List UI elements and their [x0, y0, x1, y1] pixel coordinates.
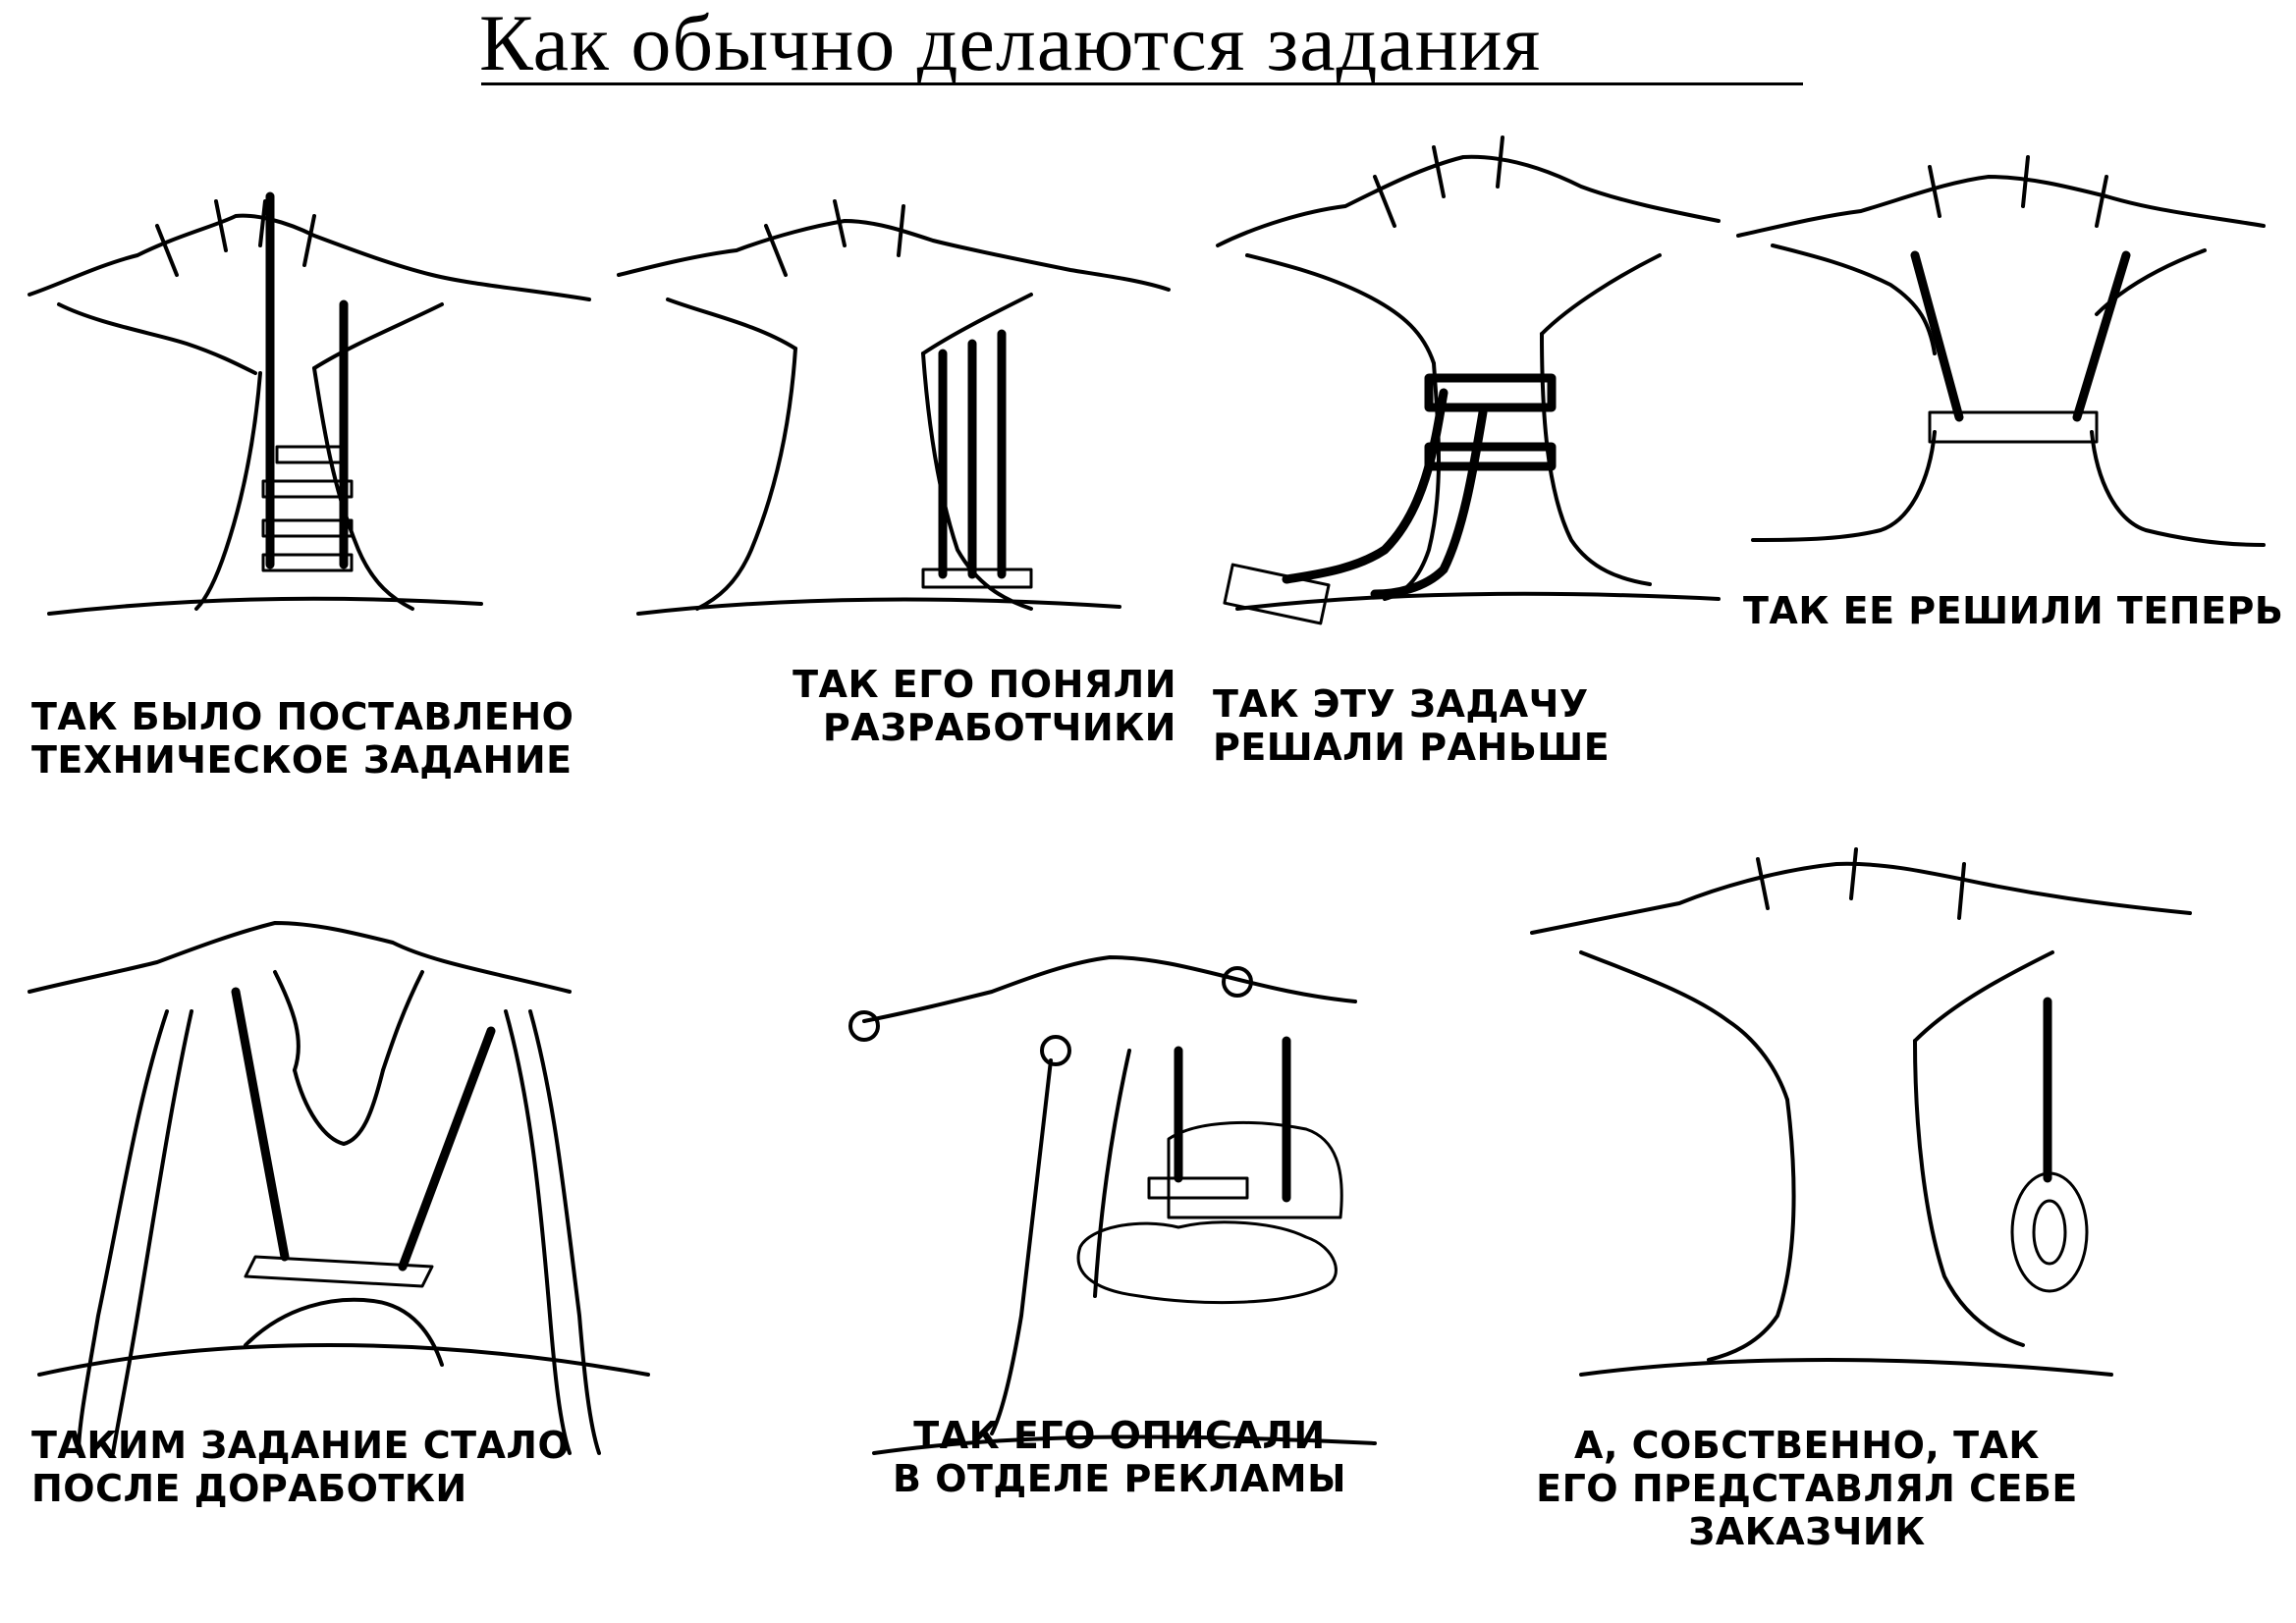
- caption-panel-4: ТАК ЕЕ РЕШИЛИ ТЕПЕРЬ: [1743, 589, 2284, 632]
- tree-with-tire-swing-icon: [1530, 847, 2192, 1377]
- title-underline: [481, 82, 1803, 85]
- caption-panel-7: А, СОБСТВЕННО, ТАК ЕГО ПРЕДСТАВЛЯЛ СЕБЕ …: [1536, 1424, 2078, 1553]
- tree-with-armchair-swing-icon: [848, 955, 1377, 1455]
- caption-panel-5: ТАКИМ ЗАДАНИЕ СТАЛО ПОСЛЕ ДОРАБОТКИ: [31, 1424, 571, 1510]
- tree-with-propped-swing-icon: [27, 921, 650, 1455]
- panel-2: ТАК ЕГО ПОНЯЛИ РАЗРАБОТЧИКИ: [609, 196, 1198, 749]
- caption-panel-6: ТАК ЕГО ОПИСАЛИ В ОТДЕЛЕ РЕКЛАМЫ: [893, 1414, 1346, 1500]
- panel-5: ТАКИМ ЗАДАНИЕ СТАЛО ПОСЛЕ ДОРАБОТКИ: [20, 903, 668, 1522]
- tree-with-triple-rope-swing-icon: [617, 199, 1171, 616]
- tree-with-seat-around-trunk-icon: [1736, 155, 2266, 547]
- panel-4: ТАК ЕЕ РЕШИЛИ ТЕПЕРЬ: [1733, 155, 2288, 648]
- panel-1: ТАК БЫЛО ПОСТАВЛЕНО ТЕХНИЧЕСКОЕ ЗАДАНИЕ: [20, 191, 609, 782]
- panel-6: ТАК ЕГО ОПИСАЛИ В ОТДЕЛЕ РЕКЛАМЫ: [845, 943, 1414, 1522]
- tree-with-ladder-swing-icon: [27, 191, 591, 616]
- caption-panel-3: ТАК ЭТУ ЗАДАЧУ РЕШАЛИ РАНЬШЕ: [1213, 682, 1611, 769]
- page-title: Как обычно делаются задания: [479, 0, 1542, 87]
- caption-panel-2: ТАК ЕГО ПОНЯЛИ РАЗРАБОТЧИКИ: [793, 663, 1176, 749]
- caption-panel-1: ТАК БЫЛО ПОСТАВЛЕНО ТЕХНИЧЕСКОЕ ЗАДАНИЕ: [31, 695, 574, 782]
- panel-7: А, СОБСТВЕННО, ТАК ЕГО ПРЕДСТАВЛЯЛ СЕБЕ …: [1503, 844, 2278, 1591]
- tree-with-wrapped-swing-icon: [1216, 135, 1721, 625]
- panel-3: ТАК ЭТУ ЗАДАЧУ РЕШАЛИ РАНЬШЕ: [1208, 135, 1758, 769]
